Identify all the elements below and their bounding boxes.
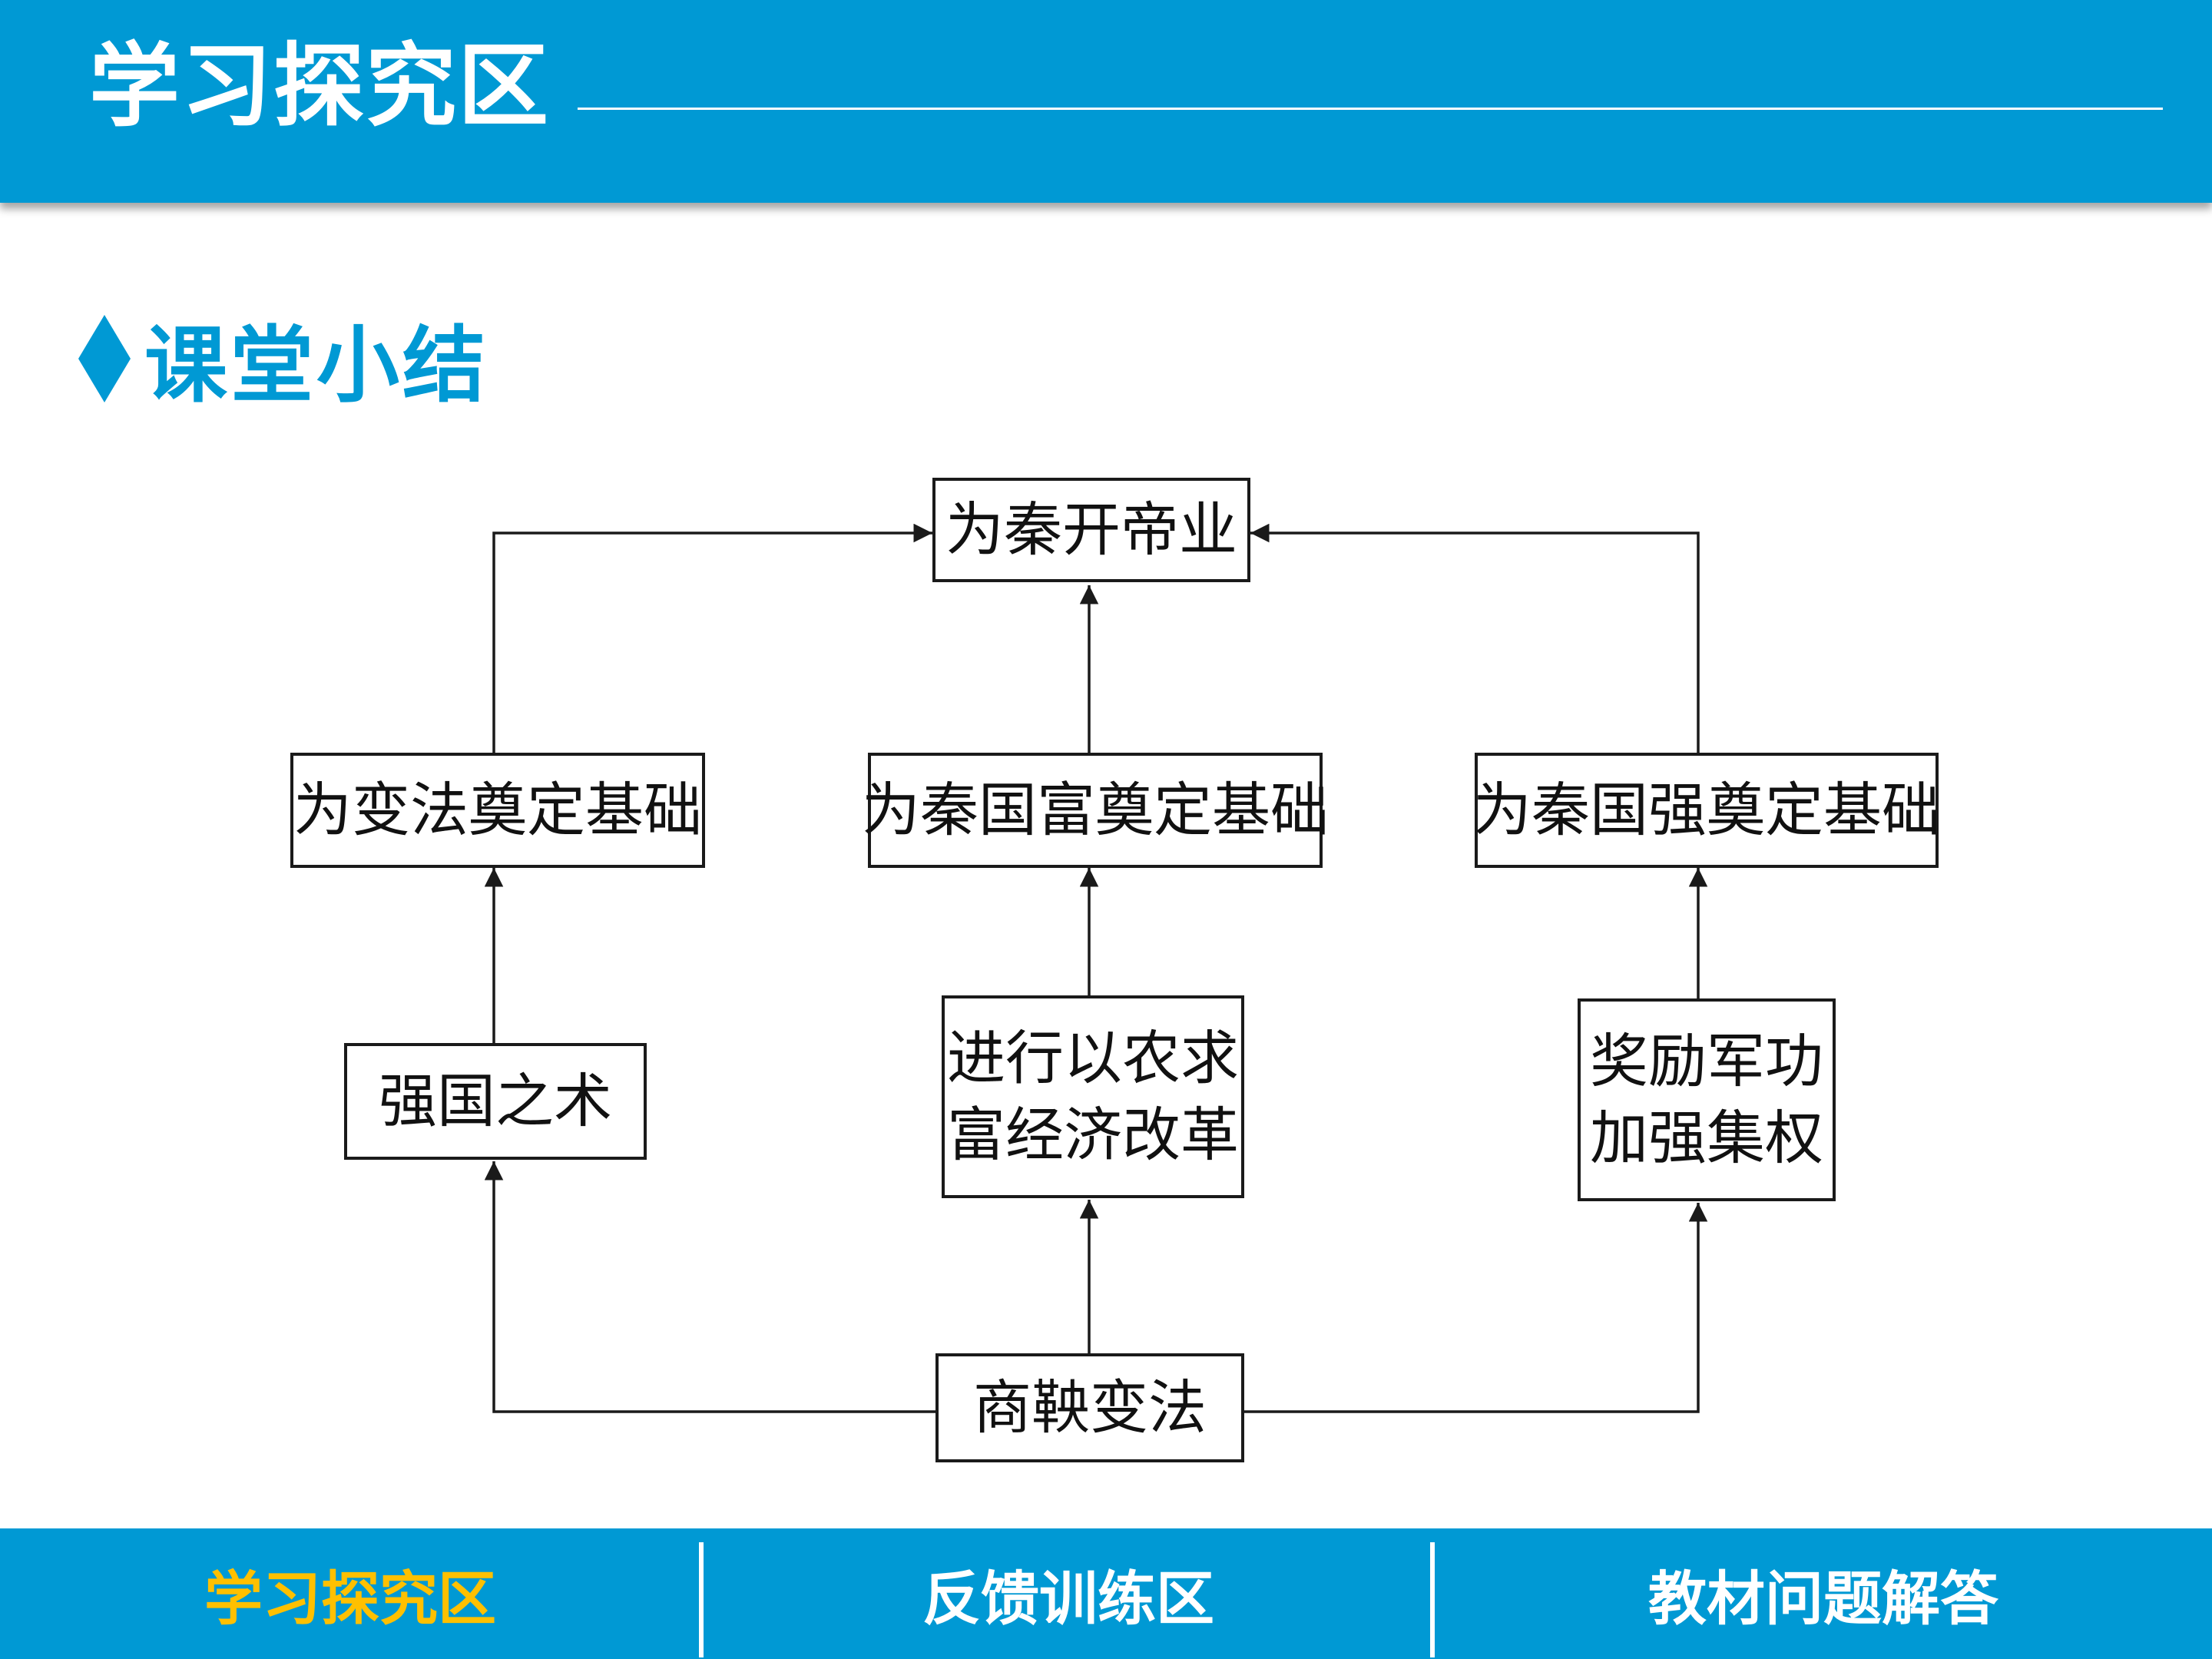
arrow-mid-right-to-top: [1250, 523, 1700, 753]
node-low-center-line-1: 进行以农求: [947, 1024, 1239, 1092]
diamond-bullet-icon: [78, 315, 131, 402]
node-top: 为秦开帝业: [932, 478, 1250, 582]
section-heading: 课堂小结: [77, 301, 488, 416]
node-low-left: 强国之术: [344, 1043, 647, 1160]
node-low-right-line-1: 奖励军功: [1590, 1027, 1823, 1095]
section-title: 课堂小结: [144, 318, 489, 414]
footer-nav: 学习探究区 反馈训练区 教材问题解答: [0, 1528, 2212, 1659]
tab-feedback-training-label: 反馈训练区: [922, 1565, 1214, 1633]
node-low-center: 进行以农求 富经济改革: [942, 995, 1244, 1198]
node-bottom: 商鞅变法: [935, 1353, 1244, 1462]
node-mid-left: 为变法奠定基础: [290, 753, 705, 868]
tab-feedback-training[interactable]: 反馈训练区: [704, 1528, 1433, 1659]
footer-divider-2: [1430, 1542, 1435, 1657]
page-title: 学习探究区: [89, 33, 551, 139]
header-divider: [578, 108, 2163, 110]
footer-divider-1: [699, 1542, 704, 1657]
node-mid-right: 为秦国强奠定基础: [1473, 753, 1940, 868]
arrow-bottom-to-low-right: [1243, 1203, 1708, 1413]
arrow-bottom-to-low-left: [484, 1161, 937, 1413]
node-mid-center: 为秦国富奠定基础: [862, 753, 1329, 868]
tab-learning-explore[interactable]: 学习探究区: [0, 1528, 700, 1659]
node-low-center-line-2: 富经济改革: [947, 1101, 1239, 1169]
tab-learning-explore-label: 学习探究区: [204, 1565, 496, 1633]
header-bar: 学习探究区: [0, 0, 2212, 203]
tab-textbook-answers-label: 教材问题解答: [1648, 1565, 1998, 1633]
node-low-right-line-2: 加强集权: [1590, 1104, 1823, 1172]
tab-textbook-answers[interactable]: 教材问题解答: [1435, 1528, 2212, 1659]
node-low-right: 奖励军功 加强集权: [1578, 998, 1836, 1201]
arrow-mid-left-to-top: [492, 523, 932, 753]
